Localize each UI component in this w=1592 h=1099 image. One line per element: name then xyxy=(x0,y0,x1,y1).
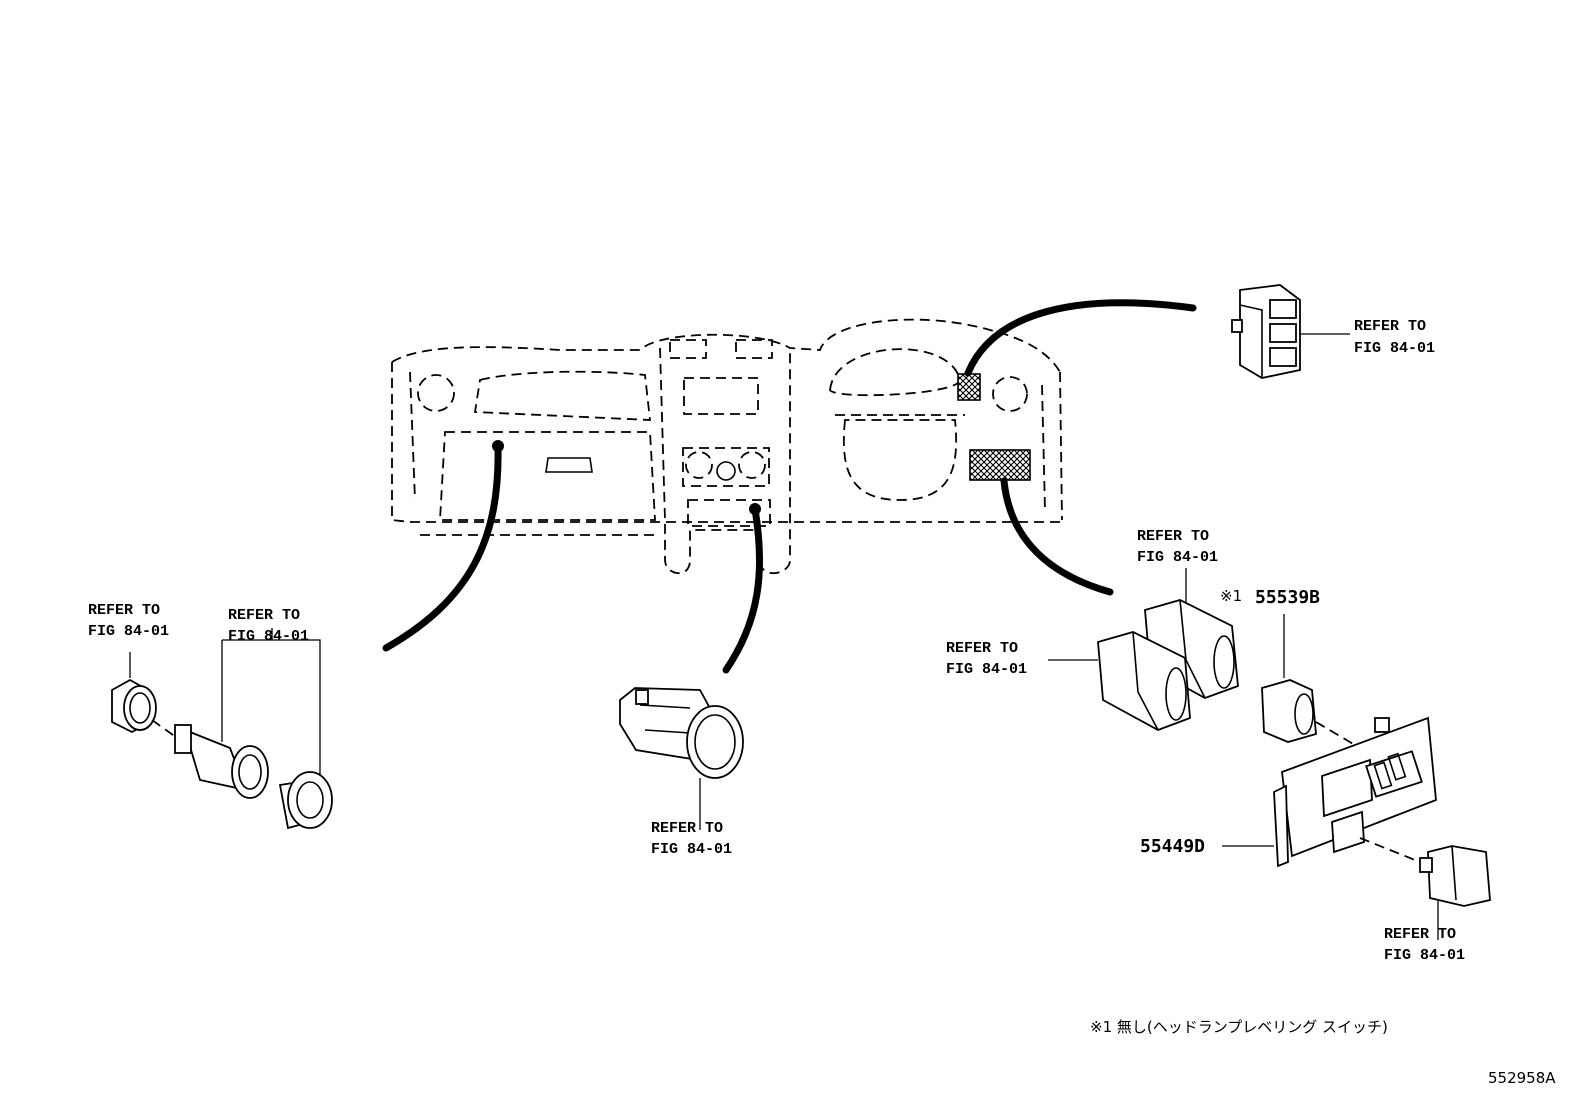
refer-label-socket-line2: FIG 84-01 xyxy=(88,623,169,640)
cigar-lighter-group xyxy=(111,628,333,830)
part-55449d-panel xyxy=(1222,716,1437,868)
refer-label-outlet-line1: REFER TO xyxy=(651,820,723,837)
part-55539b-switch xyxy=(1261,614,1361,749)
refer-label-top-right-line1: REFER TO xyxy=(1354,318,1426,335)
refer-label-top-right-line2: FIG 84-01 xyxy=(1354,340,1435,357)
top-right-switch xyxy=(1231,284,1350,379)
leader-arcs xyxy=(382,299,1197,674)
refer-label-lighter-line2: FIG 84-01 xyxy=(228,628,309,645)
part-number-55539b: 55539B xyxy=(1255,587,1320,608)
center-power-outlet xyxy=(619,687,744,830)
footnote: ※1 無し(ヘッドランプレベリング スイッチ) xyxy=(1090,1018,1388,1036)
refer-label-switch-front-line1: REFER TO xyxy=(946,640,1018,657)
right-switch-pair xyxy=(1048,568,1239,731)
refer-label-bottom-right-line2: FIG 84-01 xyxy=(1384,947,1465,964)
refer-label-switch-front-line2: FIG 84-01 xyxy=(946,661,1027,678)
bottom-right-switch xyxy=(1419,845,1491,940)
refer-label-switch-rear-line1: REFER TO xyxy=(1137,528,1209,545)
refer-label-outlet-line2: FIG 84-01 xyxy=(651,841,732,858)
dashboard-outline xyxy=(391,318,1063,575)
figure-code: 552958A xyxy=(1488,1069,1556,1087)
note-mark: ※1 xyxy=(1220,587,1242,605)
refer-label-lighter-line1: REFER TO xyxy=(228,607,300,624)
refer-label-bottom-right-line1: REFER TO xyxy=(1384,926,1456,943)
part-number-55449d: 55449D xyxy=(1140,836,1205,857)
refer-label-switch-rear-line2: FIG 84-01 xyxy=(1137,549,1218,566)
refer-label-socket-line1: REFER TO xyxy=(88,602,160,619)
